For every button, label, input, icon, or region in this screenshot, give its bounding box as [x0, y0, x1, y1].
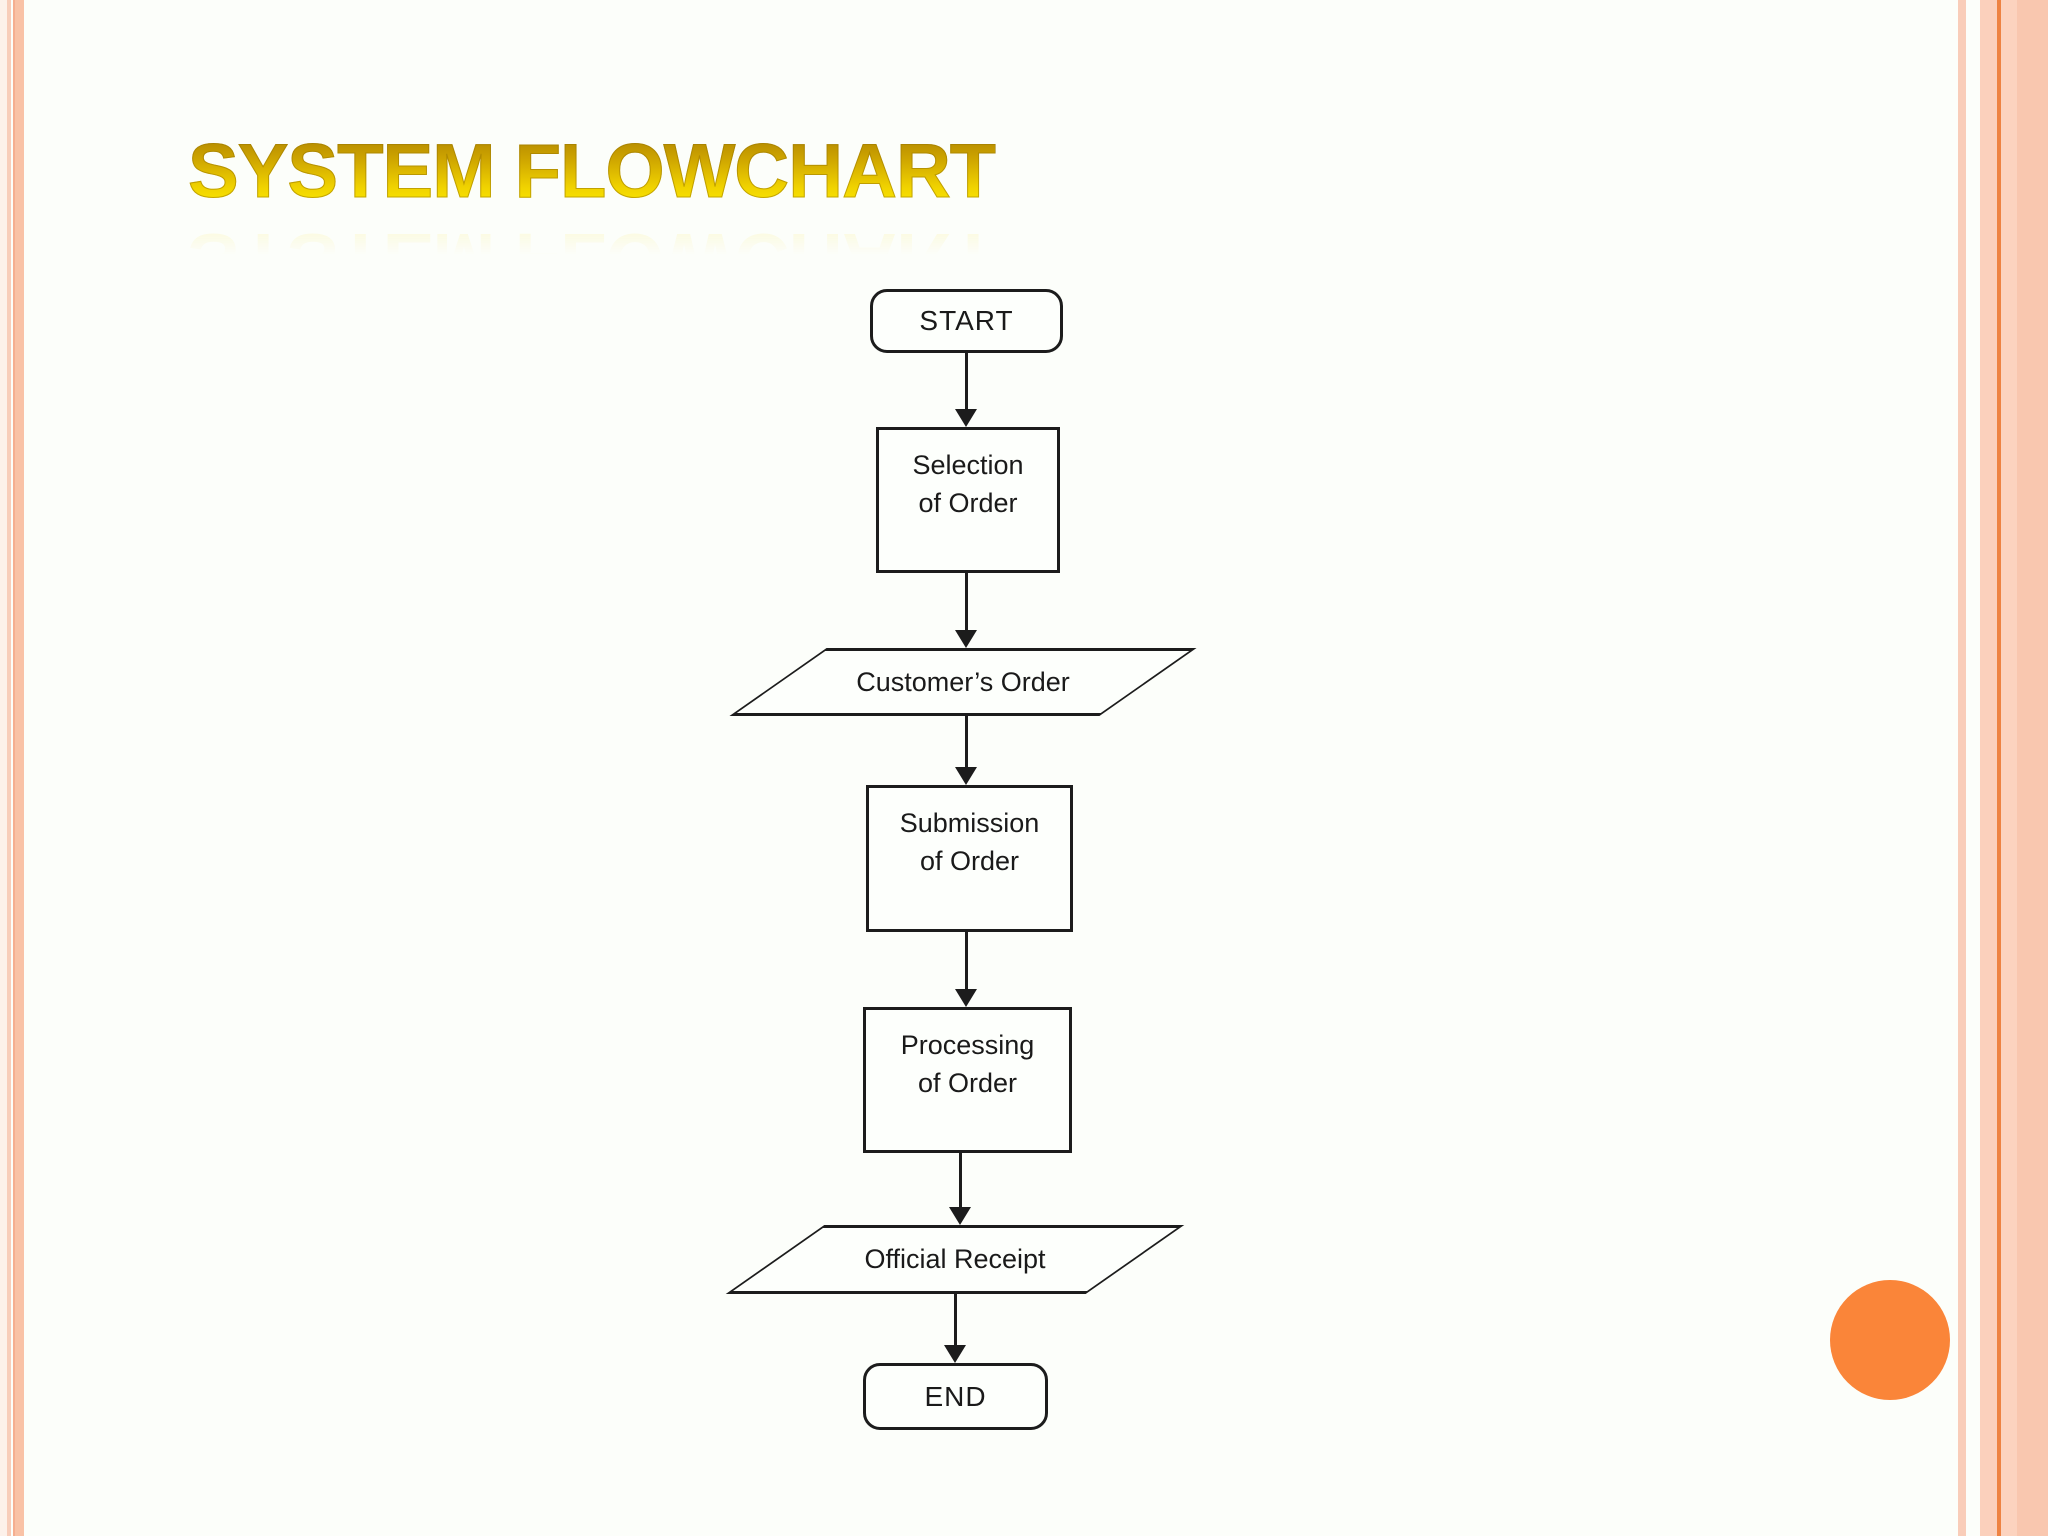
right-border-thin-stripe	[1958, 0, 1966, 1536]
arrow-down-icon	[955, 630, 977, 648]
left-border-thin-stripe	[7, 0, 11, 1536]
node-label: Official Receipt	[864, 1244, 1046, 1274]
slide-title: SYSTEM FLOWCHART	[187, 129, 996, 215]
flowchart-node-official-receipt: Official Receipt	[725, 1225, 1185, 1294]
flow-arrow	[955, 573, 977, 648]
node-label: END	[924, 1380, 987, 1412]
node-label-line: of Order	[919, 846, 1020, 876]
right-border-band-outer	[2017, 0, 2048, 1536]
left-border-margin	[0, 0, 7, 1536]
arrow-shaft	[964, 353, 968, 411]
flow-arrow	[955, 932, 977, 1007]
arrow-down-icon	[955, 767, 977, 785]
flowchart-node-start: START	[870, 289, 1063, 353]
flow-arrow	[944, 1294, 966, 1363]
left-border-band	[13, 0, 24, 1536]
flowchart-node-submission-of-order: Submission of Order	[866, 785, 1073, 932]
node-label: Customer’s Order	[856, 666, 1070, 697]
flow-arrow	[955, 716, 977, 785]
node-label: START	[919, 305, 1014, 336]
arrow-down-icon	[949, 1207, 971, 1225]
node-label-line: Processing	[900, 1030, 1035, 1060]
flowchart-node-end: END	[863, 1363, 1048, 1430]
right-border-band-inner	[1980, 0, 1997, 1536]
arrow-down-icon	[955, 409, 977, 427]
flowchart-node-customers-order: Customer’s Order	[729, 648, 1197, 716]
arrow-down-icon	[955, 989, 977, 1007]
arrow-down-icon	[944, 1345, 966, 1363]
node-label-line: Submission	[899, 808, 1040, 838]
arrow-shaft	[964, 932, 968, 991]
accent-circle	[1830, 1280, 1950, 1400]
right-border-band-mid	[2001, 0, 2017, 1536]
flowchart-node-processing-of-order: Processing of Order	[863, 1007, 1072, 1153]
arrow-shaft	[964, 573, 968, 632]
flow-arrow	[949, 1153, 971, 1225]
right-border-orange-line	[1997, 0, 2001, 1536]
slide-title-reflection: SYSTEM FLOWCHART	[188, 217, 996, 302]
flowchart-node-selection-of-order: Selection of Order	[876, 427, 1060, 573]
arrow-shaft	[953, 1294, 957, 1347]
node-label-line: of Order	[918, 488, 1018, 518]
flow-arrow	[955, 353, 977, 427]
node-label-line: of Order	[917, 1068, 1018, 1098]
arrow-shaft	[958, 1153, 962, 1209]
node-label-line: Selection	[912, 450, 1024, 480]
arrow-shaft	[964, 716, 968, 769]
